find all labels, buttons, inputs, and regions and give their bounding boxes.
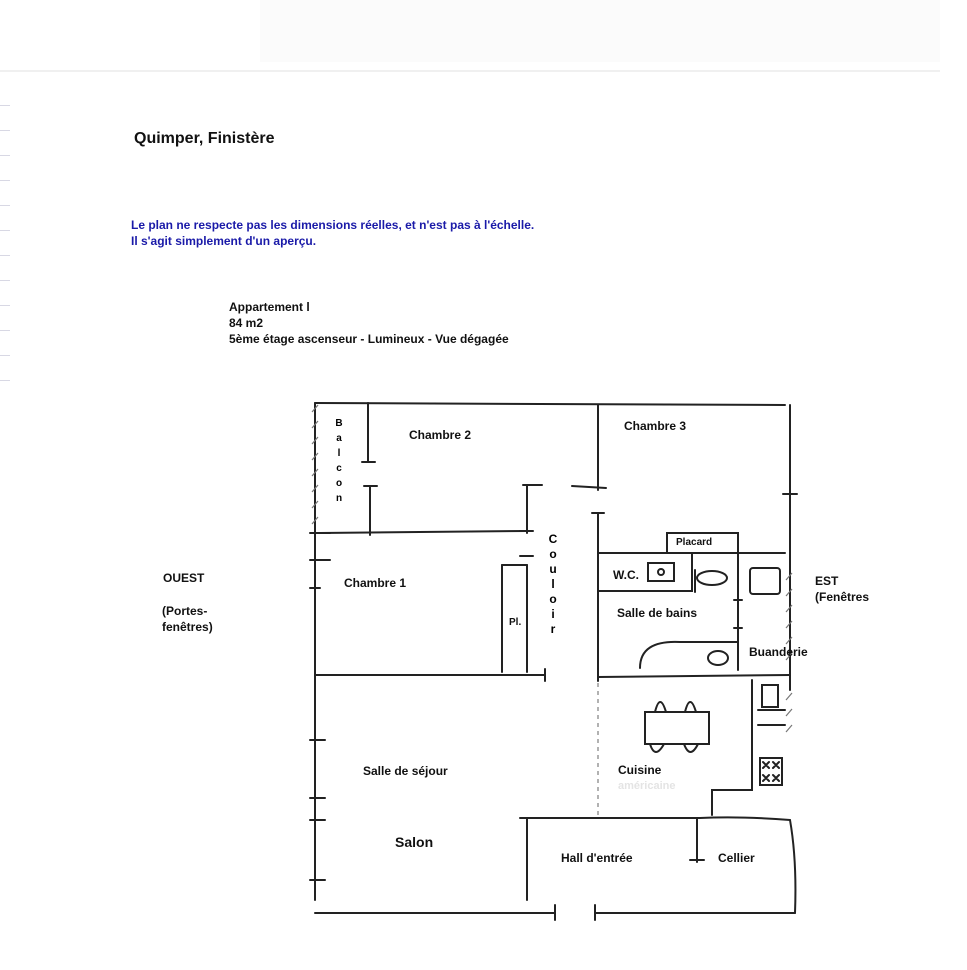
room-label-salle-de-bains: Salle de bains [617, 606, 698, 620]
couloir-letter: i [551, 607, 555, 621]
placard-box [666, 532, 739, 554]
margin-tick [0, 230, 10, 231]
apartment-floor: 5ème étage ascenseur - Lumineux - Vue dé… [229, 332, 509, 346]
room-label-placard: Placard [676, 537, 713, 548]
washing-machine [749, 567, 781, 595]
door-chambre3 [571, 485, 607, 489]
couloir-letter: o [549, 592, 557, 606]
burner [762, 761, 780, 769]
chair [654, 701, 667, 713]
wall-middle-right [597, 674, 791, 678]
wall-east-lower [789, 819, 797, 914]
fridge [761, 684, 779, 708]
apartment-name: Appartement l [229, 300, 310, 314]
room-label-salon: Salon [395, 834, 434, 850]
margin-tick [0, 180, 10, 181]
balcon-letter: o [335, 478, 343, 489]
couloir-letter: u [549, 562, 557, 576]
scan-artifact-line [0, 70, 940, 72]
balcon-letter: l [337, 448, 341, 459]
margin-tick [0, 305, 10, 306]
room-label-buanderie: Buanderie [749, 645, 808, 659]
couloir-letter: o [549, 547, 557, 561]
chair [649, 743, 665, 753]
margin-tick [0, 155, 10, 156]
scale-disclaimer-line2: Il s'agit simplement d'un aperçu. [131, 234, 317, 248]
orientation-west-note-line2: fenêtres) [162, 620, 213, 634]
margin-tick [0, 255, 10, 256]
margin-tick [0, 205, 10, 206]
margin-tick [0, 355, 10, 356]
balcon-letter: B [335, 418, 343, 429]
scan-artifact-top [260, 0, 940, 62]
wall-chambre2-bottom [319, 530, 528, 534]
wall-hall-top [526, 816, 791, 821]
orientation-west: OUEST [163, 571, 205, 585]
balcon-letter: a [336, 433, 342, 444]
balcony-hatching [311, 404, 793, 733]
page-title: Quimper, Finistère [134, 130, 275, 147]
label-balcon: B a l c o n [334, 416, 344, 506]
room-label-chambre1: Chambre 1 [344, 576, 407, 590]
stove [759, 757, 783, 786]
room-label-salle-de-sejour: Salle de séjour [363, 764, 448, 778]
margin-tick [0, 330, 10, 331]
bathtub [639, 640, 739, 669]
balcon-letter: c [336, 463, 342, 474]
couloir-letter: C [548, 532, 558, 546]
toilet-bowl [647, 562, 675, 582]
couloir-letter: r [550, 622, 556, 636]
wc-sink [696, 570, 728, 586]
room-label-cuisine: Cuisine [618, 763, 662, 777]
room-label-cellier: Cellier [718, 851, 755, 865]
balcon-letter: n [335, 493, 343, 504]
margin-tick [0, 380, 10, 381]
burner [762, 774, 780, 782]
orientation-west-note-line1: (Portes- [162, 604, 208, 618]
margin-tick [0, 130, 10, 131]
apartment-area: 84 m2 [229, 316, 264, 330]
label-couloir: C o u l o i r [547, 532, 559, 637]
sink-bath [707, 650, 729, 666]
orientation-east: EST [815, 574, 839, 588]
room-label-cuisine-sub: américaine [618, 780, 676, 792]
toilet-seat [657, 568, 665, 576]
wall-kitchen-right [711, 679, 753, 816]
margin-tick [0, 105, 10, 106]
table [644, 711, 710, 745]
room-label-placard-short: Pl. [509, 617, 522, 628]
couloir-letter: l [551, 577, 555, 591]
room-label-chambre2: Chambre 2 [409, 428, 472, 442]
wall-wc [597, 552, 693, 592]
margin-tick [0, 280, 10, 281]
room-label-chambre3: Chambre 3 [624, 419, 687, 433]
scale-disclaimer-line1: Le plan ne respecte pas les dimensions r… [131, 218, 535, 232]
wall-top [314, 402, 786, 406]
orientation-east-note: (Fenêtres [815, 590, 869, 604]
room-label-wc: W.C. [613, 568, 639, 582]
chair [684, 701, 697, 713]
chair [683, 743, 699, 753]
room-label-hall: Hall d'entrée [561, 851, 633, 865]
